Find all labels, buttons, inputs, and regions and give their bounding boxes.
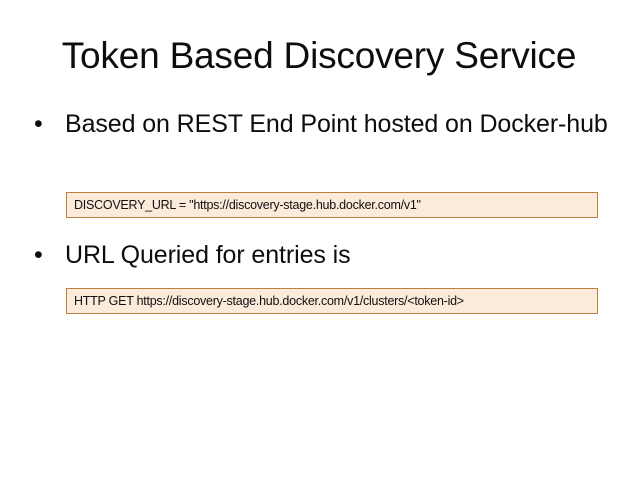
code-callout-discovery-url: DISCOVERY_URL = "https://discovery-stage… <box>66 192 598 218</box>
code-text: DISCOVERY_URL = "https://discovery-stage… <box>74 198 421 212</box>
bullet-marker-icon: • <box>34 110 43 138</box>
code-text: HTTP GET https://discovery-stage.hub.doc… <box>74 294 464 308</box>
bullet-text: URL Queried for entries is <box>65 241 351 269</box>
bullet-marker-icon: • <box>34 241 43 269</box>
list-item: • URL Queried for entries is <box>0 239 638 272</box>
code-callout-http-get: HTTP GET https://discovery-stage.hub.doc… <box>66 288 598 314</box>
list-item: • Based on REST End Point hosted on Dock… <box>0 108 638 141</box>
page-title: Token Based Discovery Service <box>61 35 577 76</box>
bullet-text: Based on REST End Point hosted on Docker… <box>65 110 608 138</box>
